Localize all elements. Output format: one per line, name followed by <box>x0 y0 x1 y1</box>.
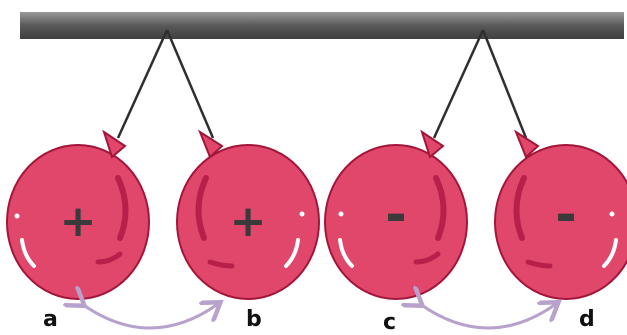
charge-symbol-d: - <box>555 185 577 245</box>
strings <box>116 29 528 139</box>
string-b <box>165 29 215 139</box>
charge-symbol-c: - <box>385 185 407 245</box>
charge-symbol-a: + <box>60 196 97 247</box>
balloon-d <box>494 129 627 300</box>
charge-symbol-b: + <box>230 196 267 247</box>
repulsion-arrow-ab <box>82 304 218 330</box>
string-c <box>432 29 485 139</box>
repulsion-arrow-cd <box>420 304 556 330</box>
balloon-label-a: a <box>43 307 58 332</box>
string-d <box>481 29 528 139</box>
string-a <box>116 29 169 139</box>
support-bar <box>20 12 624 39</box>
balloon-label-c: c <box>383 310 397 335</box>
balloon-label-d: d <box>579 307 595 332</box>
balloon-label-b: b <box>246 307 262 332</box>
balloon-c <box>324 129 468 300</box>
balloon-a <box>6 129 150 300</box>
balloon-b <box>176 129 320 300</box>
